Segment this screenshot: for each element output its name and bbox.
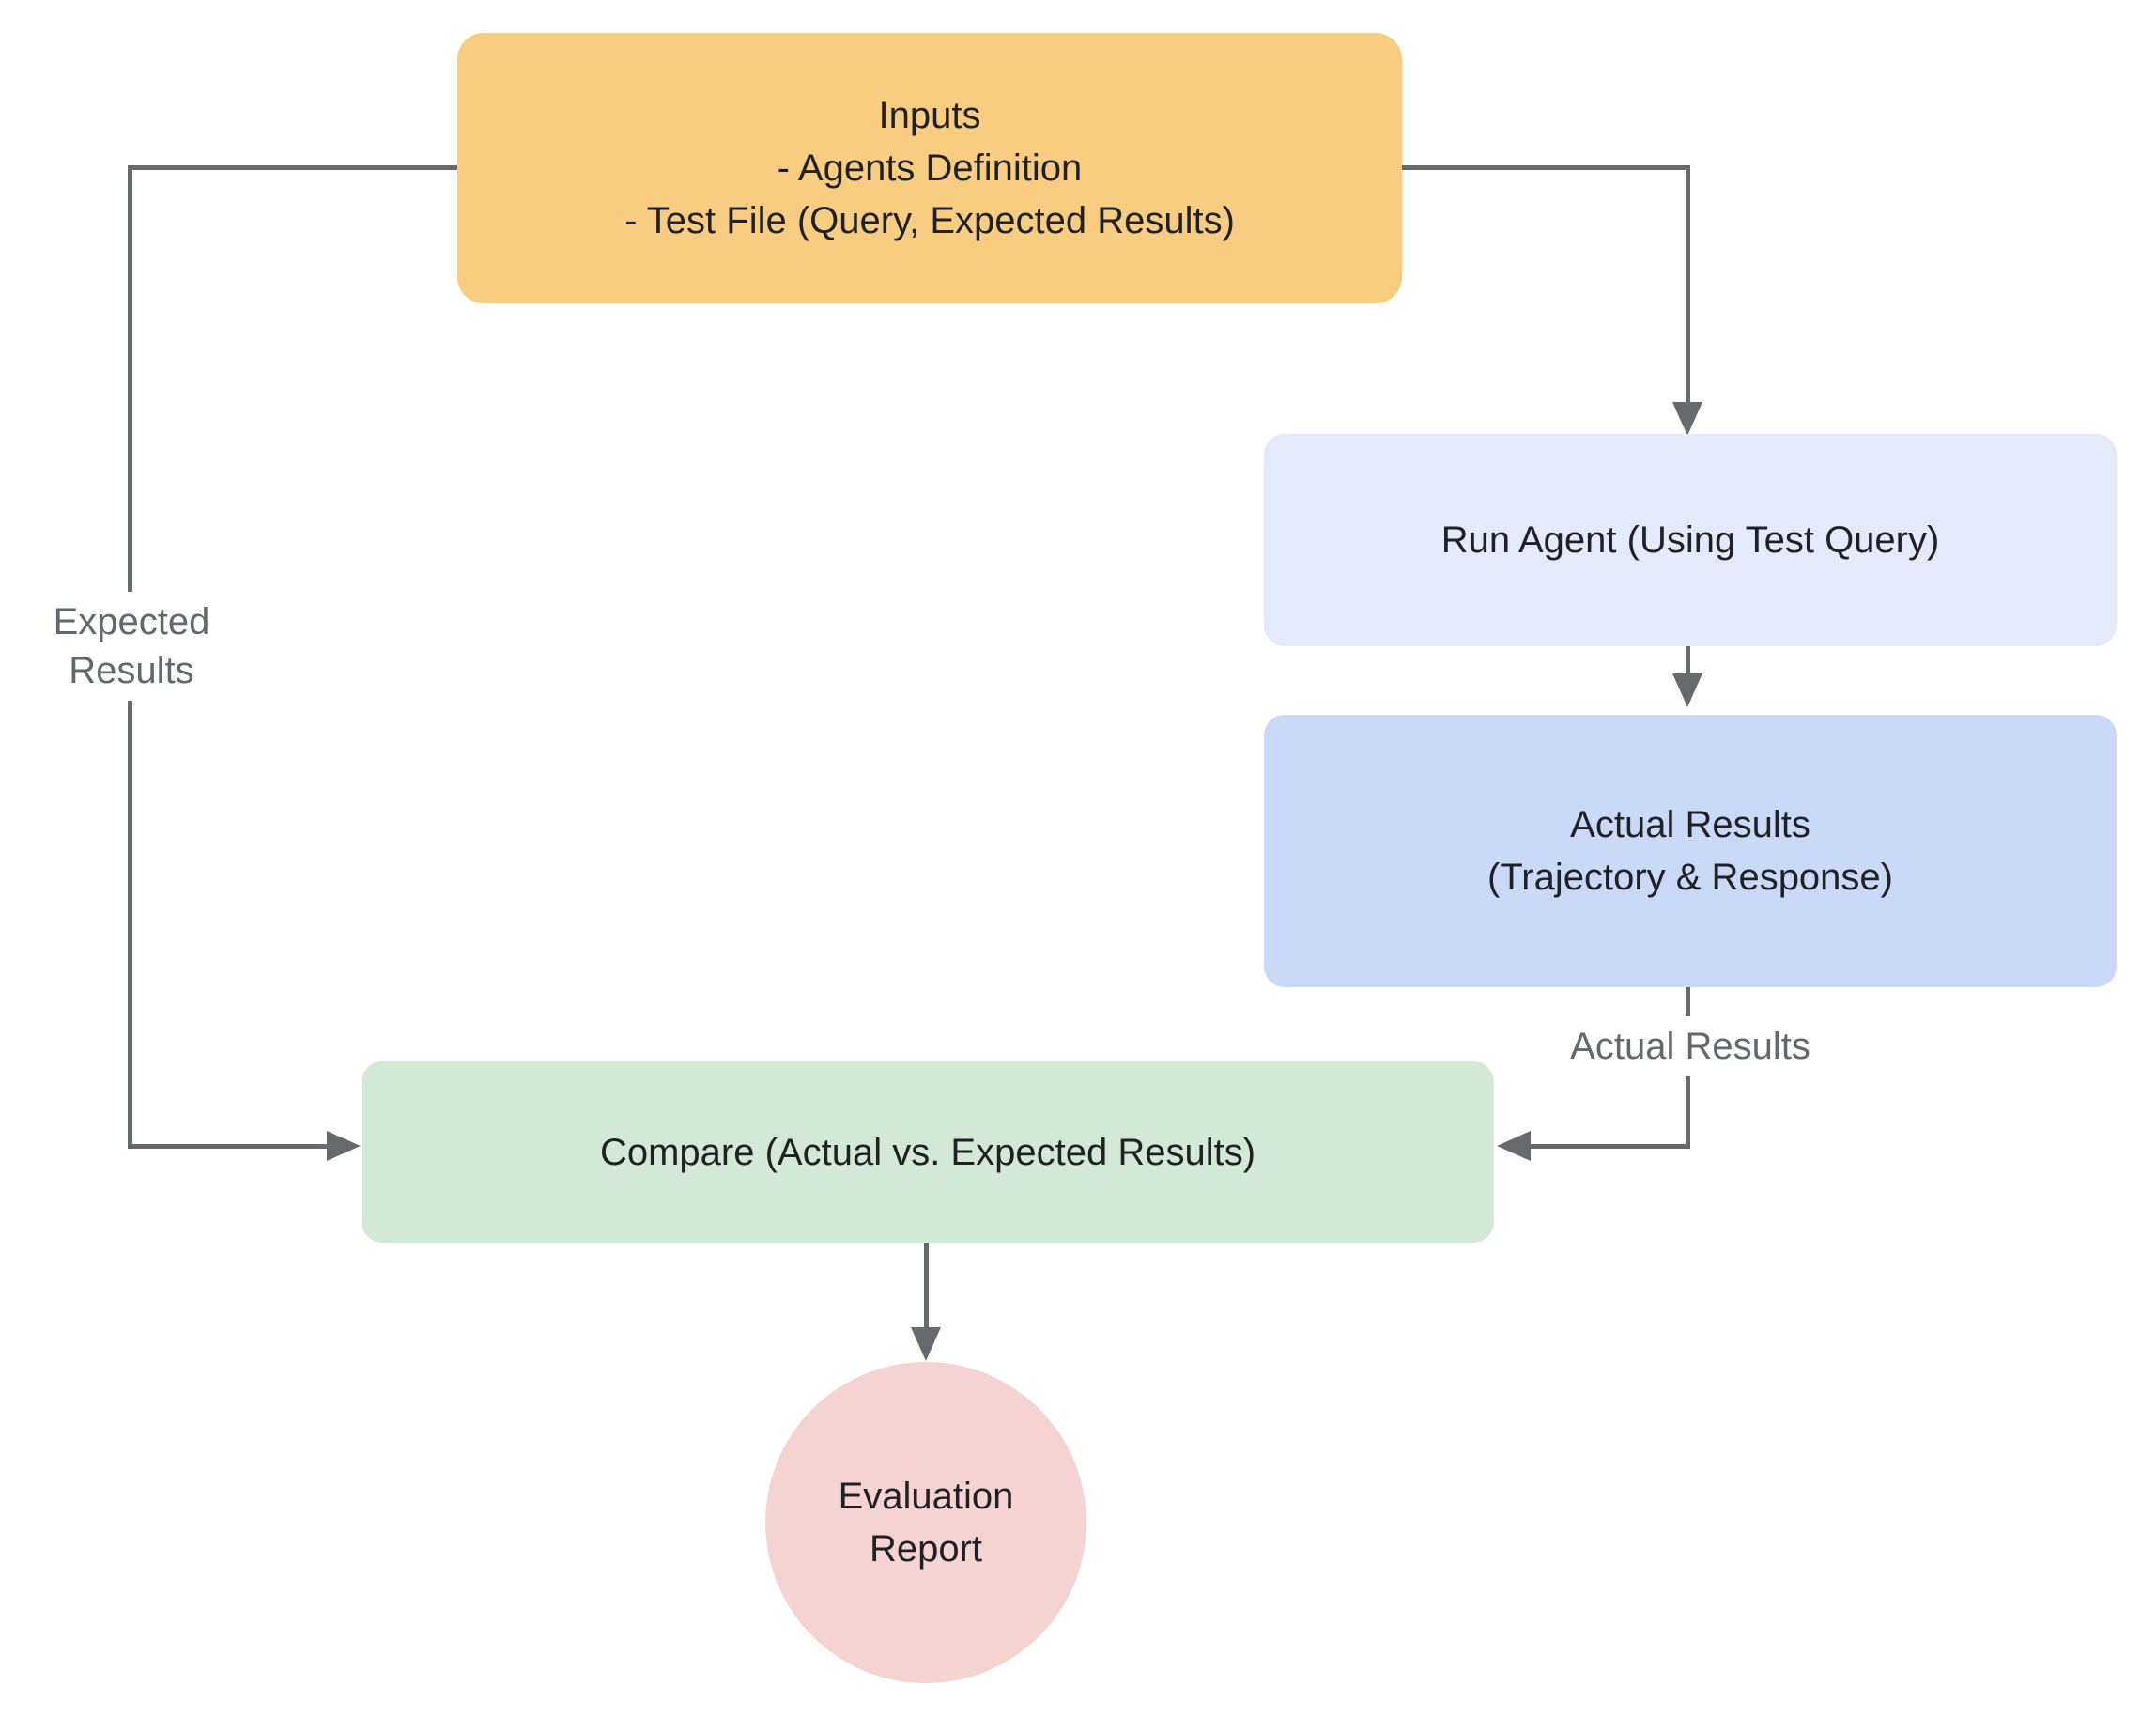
arrowhead-into-compare-right-icon [1497,1131,1531,1161]
edge-run-agent-to-actual-results [1686,644,1690,675]
node-evaluation-report-line2: Report [869,1528,983,1570]
edge-label-expected-results-line2: Results [69,650,194,691]
edge-label-expected-results-line1: Expected [53,601,210,642]
node-actual-results-line2: (Trajectory & Response) [1487,857,1893,898]
arrowhead-into-evaluation-report-icon [911,1327,941,1361]
edge-compare-to-evaluation-report [924,1243,929,1329]
edge-label-expected-results: Expected Results [43,592,220,701]
edge-inputs-to-compare-top-segment [128,165,460,170]
node-compare: Compare (Actual vs. Expected Results) [362,1061,1494,1243]
edge-inputs-to-run-agent-horizontal-segment [1399,165,1690,170]
edge-actual-results-to-compare-horizontal-segment [1531,1144,1690,1149]
edge-inputs-to-compare-bottom-segment [128,1144,327,1149]
node-run-agent: Run Agent (Using Test Query) [1264,434,2117,646]
edge-inputs-to-run-agent-vertical-segment [1686,165,1690,402]
node-actual-results: Actual Results (Trajectory & Response) [1264,715,2117,987]
edge-label-actual-results: Actual Results [1561,1016,1820,1076]
arrowhead-into-actual-results-icon [1672,673,1702,707]
node-evaluation-report: Evaluation Report [765,1362,1086,1683]
node-evaluation-report-line1: Evaluation [838,1476,1014,1517]
node-inputs-title: Inputs [878,95,981,136]
node-run-agent-label: Run Agent (Using Test Query) [1440,519,1940,561]
node-compare-label: Compare (Actual vs. Expected Results) [599,1131,1256,1173]
edge-label-actual-results-text: Actual Results [1570,1026,1810,1067]
node-inputs: Inputs - Agents Definition - Test File (… [457,33,1402,303]
node-inputs-bullet-agents-definition: - Agents Definition [777,147,1083,189]
arrowhead-into-run-agent-icon [1672,402,1702,436]
node-actual-results-line1: Actual Results [1570,804,1810,845]
arrowhead-into-compare-left-icon [327,1131,361,1161]
node-inputs-bullet-test-file: - Test File (Query, Expected Results) [624,200,1235,241]
